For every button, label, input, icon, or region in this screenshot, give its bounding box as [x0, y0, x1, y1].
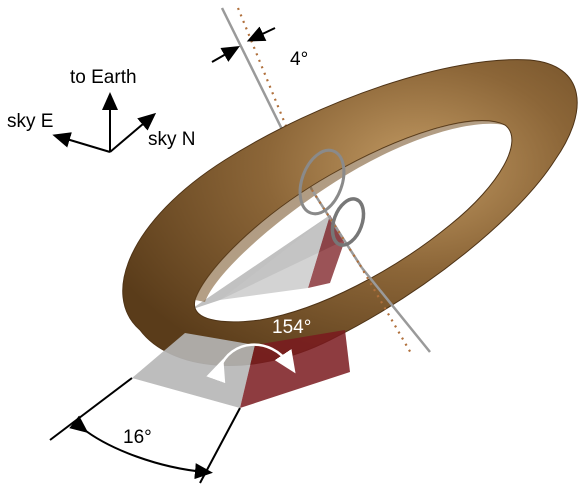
gray-axis-lower: [361, 267, 431, 353]
dotted-axis-middle: [311, 189, 361, 266]
width-line-right: [199, 407, 241, 484]
sky-n-arrow: [109, 112, 157, 153]
label-opening-angle: 154°: [272, 317, 312, 338]
gray-wedge-front: [132, 333, 255, 408]
width-line-left: [49, 377, 133, 441]
sky-e-arrow: [52, 132, 111, 153]
gray-wedge-upper: [220, 215, 330, 300]
label-width-angle: 16°: [123, 427, 152, 448]
tilt-arrow-right: [246, 26, 276, 42]
label-sky-e: sky E: [7, 111, 54, 132]
width-angle-arrow: [69, 415, 213, 480]
label-to-earth: to Earth: [70, 67, 137, 88]
tilt-arrow-left: [211, 46, 240, 63]
upper-axis-ring: [298, 148, 346, 216]
torus-ring: [122, 59, 578, 366]
opening-angle-arrow: [206, 343, 296, 384]
label-tilt-angle: 4°: [290, 49, 309, 70]
lower-axis-ring: [330, 197, 366, 247]
dotted-axis-upper: [236, 7, 314, 191]
label-sky-n: sky N: [148, 129, 196, 150]
red-wedge-upper: [308, 215, 345, 288]
